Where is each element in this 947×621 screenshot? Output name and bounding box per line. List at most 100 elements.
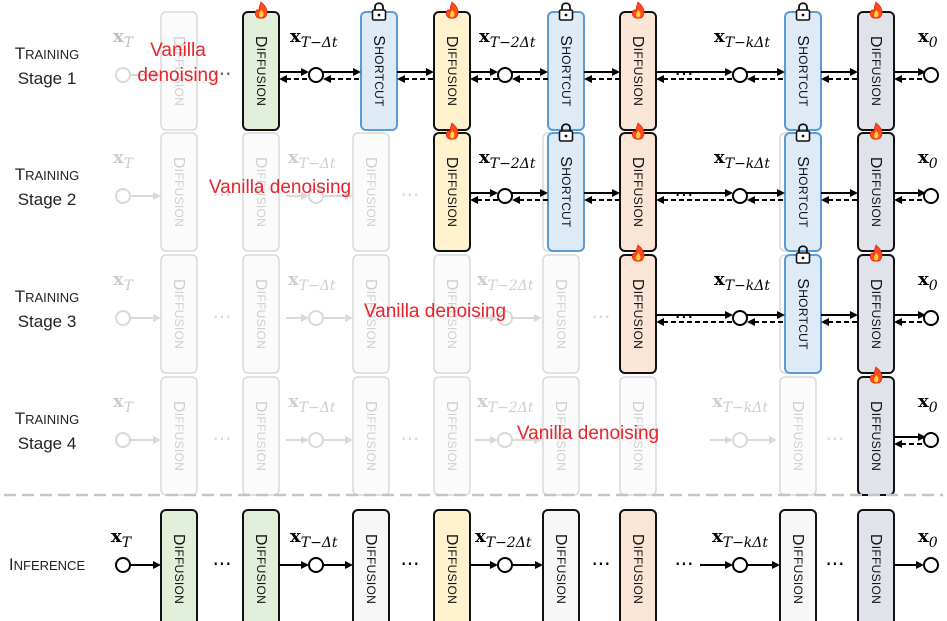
arrow-head: [301, 314, 309, 322]
backward-arrow-head: [470, 196, 478, 204]
state-node: [497, 67, 513, 83]
forward-arrow-head: [850, 68, 858, 76]
forward-arrow-head: [612, 189, 620, 197]
block-label: DIFFUSION: [790, 534, 807, 604]
diffusion-block: DIFFUSION: [433, 376, 471, 496]
block-label: DIFFUSION: [444, 401, 461, 471]
forward-arrow-head: [612, 68, 620, 76]
arrow-head: [535, 561, 543, 569]
arrow-head: [153, 436, 161, 444]
forward-arrow-head: [725, 68, 733, 76]
flame-icon: [869, 244, 883, 262]
backward-arrow-head: [747, 318, 755, 326]
stage-title: TRAINING: [15, 165, 80, 184]
diffusion-block: DIFFUSION: [352, 254, 390, 374]
block-label: DIFFUSION: [253, 36, 270, 106]
state-label-faded: xT−2Δt: [477, 391, 534, 416]
backward-arrow-head: [397, 75, 405, 83]
block-label: DIFFUSION: [171, 279, 188, 349]
stage-subtitle: Stage 1: [18, 69, 77, 88]
diffusion-block: DIFFUSION: [619, 254, 657, 374]
state-node: [732, 310, 748, 326]
diffusion-block: DIFFUSION: [352, 509, 390, 621]
backward-arrow-head: [584, 75, 592, 83]
block-label: DIFFUSION: [444, 279, 461, 349]
forward-arrow-head: [850, 311, 858, 319]
diffusion-block: DIFFUSION: [857, 254, 895, 374]
flame-icon: [631, 244, 645, 262]
ellipsis: ···: [212, 427, 231, 451]
state-label-xT: xT: [111, 526, 133, 551]
state-label-faded: xT−2Δt: [477, 269, 534, 294]
forward-arrow-head: [918, 189, 926, 197]
diffusion-block: DIFFUSION: [619, 509, 657, 621]
backward-arrow-head: [821, 75, 829, 83]
forward-arrow-head: [426, 68, 434, 76]
state-node: [732, 67, 748, 83]
state-node: [497, 557, 513, 573]
arrow-head: [153, 192, 161, 200]
forward-arrow-head: [918, 433, 926, 441]
diffusion-block: DIFFUSION: [857, 376, 895, 496]
state-label-faded: xT−Δt: [288, 147, 336, 172]
state-node-x0: [923, 67, 939, 83]
ellipsis: ···: [591, 552, 610, 576]
ellipsis: ···: [674, 62, 693, 86]
state-node: [732, 557, 748, 573]
arrow-head: [769, 436, 777, 444]
backward-arrow-head: [584, 196, 592, 204]
block-label: DIFFUSION: [363, 279, 380, 349]
block-label: DIFFUSION: [253, 157, 270, 227]
flame-icon: [445, 1, 459, 19]
diffusion-block: DIFFUSION: [160, 254, 198, 374]
stage-title: TRAINING: [15, 409, 80, 428]
diffusion-block: DIFFUSION: [160, 11, 198, 131]
state-node: [308, 557, 324, 573]
diffusion-block: DIFFUSION: [352, 376, 390, 496]
block-label: DIFFUSION: [444, 534, 461, 604]
diffusion-block: DIFFUSION: [433, 254, 471, 374]
state-label-faded: xT−Δt: [288, 269, 336, 294]
forward-arrow-head: [490, 68, 498, 76]
lock-icon: [558, 2, 574, 21]
forward-arrow-head: [918, 68, 926, 76]
lock-icon: [795, 123, 811, 142]
state-label: xT−kΔt: [712, 526, 768, 551]
block-label: DIFFUSION: [868, 279, 885, 349]
block-label: DIFFUSION: [444, 36, 461, 106]
arrow-head: [153, 71, 161, 79]
state-label-x0: x0: [918, 391, 938, 416]
state-label-faded: xT−Δt: [288, 391, 336, 416]
state-node: [732, 188, 748, 204]
backward-arrow-head: [894, 318, 902, 326]
arrow-head: [153, 314, 161, 322]
diffusion-block: DIFFUSION: [779, 376, 817, 496]
ellipsis: ···: [212, 305, 231, 329]
arrow-head: [345, 192, 353, 200]
arrow-head: [490, 436, 498, 444]
block-label: DIFFUSION: [630, 401, 647, 471]
block-label: DIFFUSION: [868, 36, 885, 106]
state-node: [497, 188, 513, 204]
arrow-head: [153, 561, 161, 569]
ellipsis: ···: [591, 427, 610, 451]
shortcut-block: SHORTCUT: [547, 132, 585, 252]
state-node-xT: [115, 557, 131, 573]
arrow-head: [301, 561, 309, 569]
backward-arrow-head: [894, 196, 902, 204]
state-node-xT: [115, 188, 131, 204]
ellipsis: ···: [212, 552, 231, 576]
stage-subtitle: Stage 2: [18, 190, 77, 209]
flame-icon: [869, 122, 883, 140]
lock-icon: [795, 2, 811, 21]
block-label: SHORTCUT: [795, 278, 812, 350]
diffusion-block: DIFFUSION: [857, 11, 895, 131]
shortcut-block: SHORTCUT: [784, 254, 822, 374]
diffusion-block: DIFFUSION: [242, 254, 280, 374]
block-label: DIFFUSION: [553, 279, 570, 349]
block-label: SHORTCUT: [371, 35, 388, 107]
inference-title: INFERENCE: [9, 555, 86, 574]
backward-arrow-head: [894, 75, 902, 83]
block-label: DIFFUSION: [868, 401, 885, 471]
state-label-x0: x0: [918, 269, 938, 294]
